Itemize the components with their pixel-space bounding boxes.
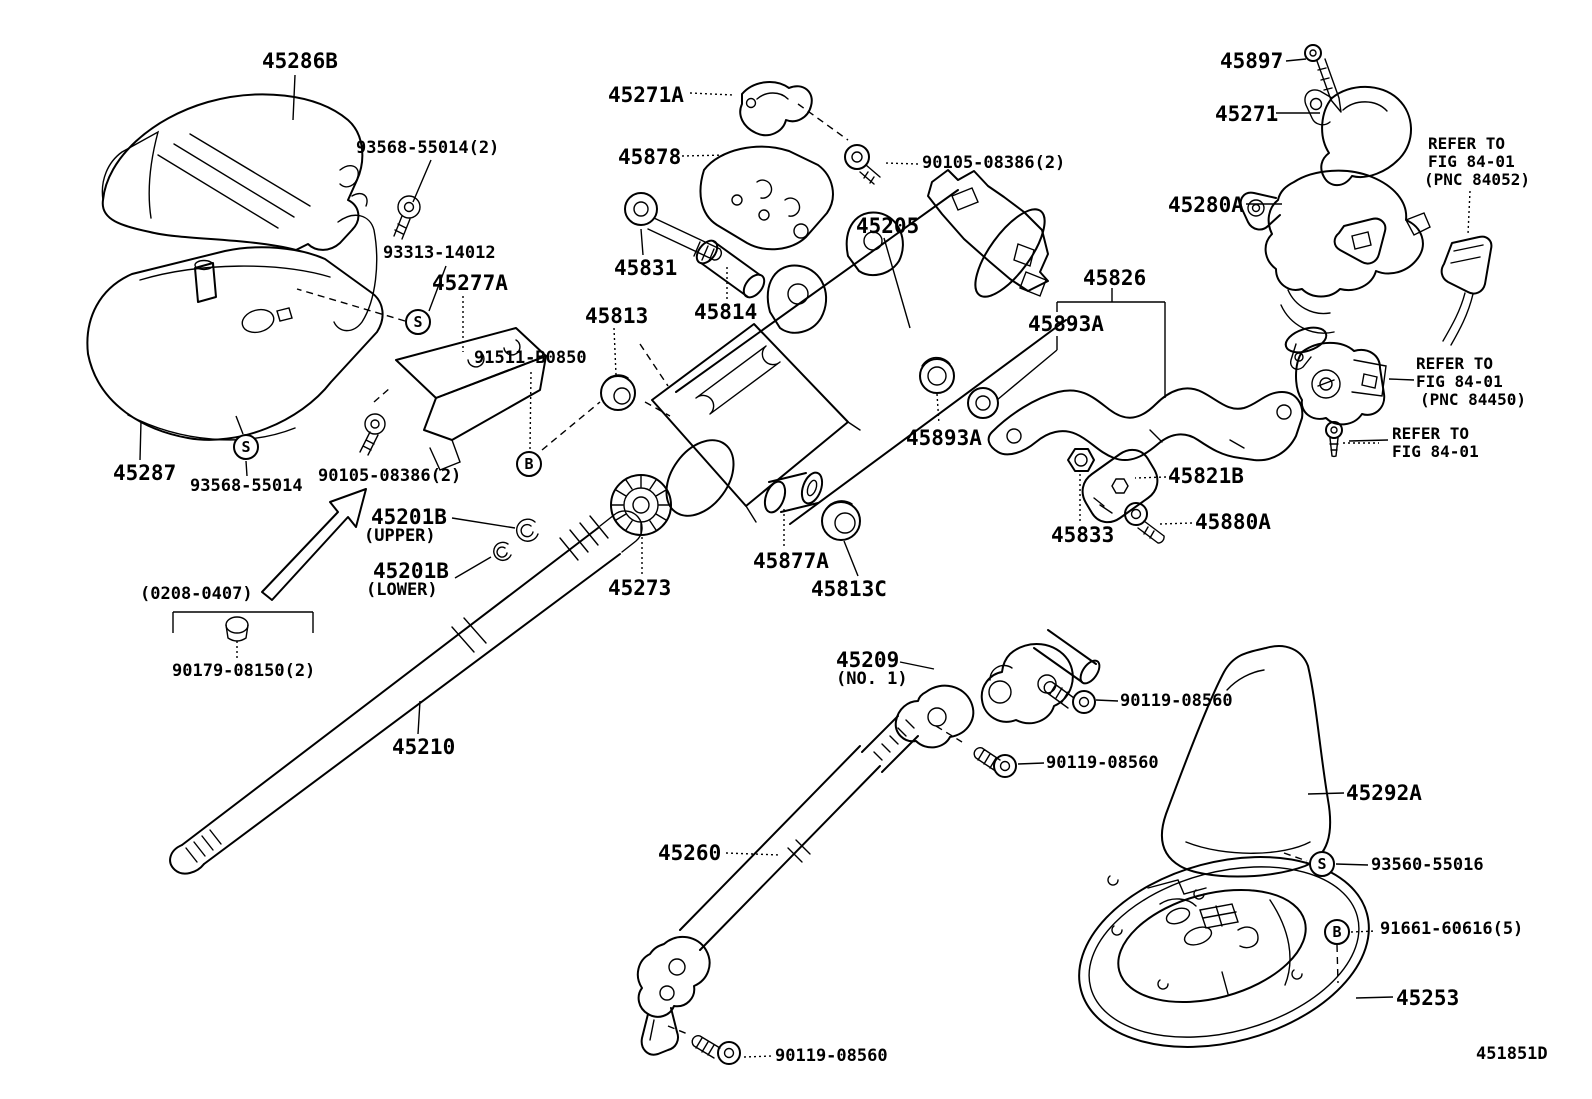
bolts-90119-drawing [692, 682, 1095, 1064]
bracket-45878-drawing [700, 147, 832, 250]
part-label-lower: (LOWER) [366, 580, 438, 600]
part-label-refer-to: REFER TO [1416, 354, 1494, 373]
collar-45877a-drawing [761, 470, 826, 515]
part-label-45893a: 45893A [1028, 312, 1104, 336]
lower-column-cover-drawing [87, 215, 382, 440]
cover-plate-45253-drawing [1058, 827, 1391, 1077]
part-label-93560-55016: 93560-55016 [1371, 855, 1484, 875]
column-hole-cover-45292a-drawing [1162, 646, 1330, 876]
part-label-45210: 45210 [392, 735, 456, 759]
bolt-45880a-drawing [1125, 503, 1164, 543]
part-label-451851d: 451851D [1476, 1044, 1548, 1064]
part-label-45287: 45287 [113, 461, 177, 485]
part-label-45814: 45814 [694, 300, 758, 324]
part-label-93568-55014: 93568-55014 [190, 476, 303, 496]
part-label-45826: 45826 [1083, 266, 1147, 290]
callout-circle-b-2: B [516, 451, 542, 477]
part-label-45286b: 45286B [262, 49, 338, 73]
bushing-45813c-drawing [822, 501, 860, 540]
callout-circle-s-3: S [1309, 851, 1335, 877]
bolt-90105-top-drawing [845, 145, 880, 184]
connector-drawing [1442, 237, 1492, 345]
bearing-45273-drawing [611, 475, 671, 535]
part-label-90119-08560: 90119-08560 [1046, 753, 1159, 773]
callout-circle-b-4: B [1324, 919, 1350, 945]
pin-45814-drawing [693, 237, 769, 301]
part-label-fig-84-01: FIG 84-01 [1428, 152, 1515, 171]
part-label-45877a: 45877A [753, 549, 829, 573]
part-label-45280a: 45280A [1168, 193, 1244, 217]
part-label-45813c: 45813C [811, 577, 887, 601]
part-label-fig-84-01: FIG 84-01 [1392, 442, 1479, 461]
part-label-45277a: 45277A [432, 271, 508, 295]
part-label-45893a: 45893A [906, 426, 982, 450]
part-label-45260: 45260 [658, 841, 722, 865]
nut-45833-drawing [1068, 449, 1094, 471]
part-label-90179-08150-2: 90179-08150(2) [172, 661, 316, 681]
part-label-45833: 45833 [1051, 523, 1115, 547]
callout-circle-s-1: S [233, 434, 259, 460]
part-label-fig-84-01: FIG 84-01 [1416, 372, 1503, 391]
part-label-90119-08560: 90119-08560 [775, 1046, 888, 1066]
bushing-45813-drawing [601, 375, 635, 410]
part-label-45201b: 45201B [373, 559, 449, 583]
part-label-45253: 45253 [1396, 986, 1460, 1010]
part-label-93568-55014-2: 93568-55014(2) [356, 138, 500, 158]
tube-bracket-45826-drawing [989, 388, 1303, 460]
intermediate-shaft-drawing [638, 630, 1103, 1055]
callout-circle-s-0: S [405, 309, 431, 335]
plug-bolt-90179-drawing [226, 617, 248, 641]
part-label-refer-to: REFER TO [1392, 424, 1470, 443]
part-label-93313-14012: 93313-14012 [383, 243, 496, 263]
part-label-45813: 45813 [585, 304, 649, 328]
part-label-45831: 45831 [614, 256, 678, 280]
part-label-91661-60616-5: 91661-60616(5) [1380, 919, 1524, 939]
leader-dotted [237, 93, 1470, 1057]
screw-refer-drawing [1326, 422, 1342, 456]
part-label-45821b: 45821B [1168, 464, 1244, 488]
part-label-45209: 45209 [836, 648, 900, 672]
screw-45897-drawing [1305, 45, 1341, 112]
part-label-90105-08386-2: 90105-08386(2) [318, 466, 462, 486]
upper-column-cover-drawing [102, 94, 367, 302]
part-label-0208-0407: (0208-0407) [140, 584, 253, 604]
part-label-45292a: 45292A [1346, 781, 1422, 805]
ignition-housing-45280a-drawing [1241, 171, 1430, 370]
leader-dashed [297, 104, 1338, 1035]
column-bracket-45277a-drawing [360, 196, 546, 470]
clamp-45271-drawing [1305, 87, 1411, 185]
part-label-upper: (UPPER) [364, 526, 436, 546]
clamp-45271a-drawing [740, 82, 812, 135]
open-arrow [262, 489, 366, 600]
main-steering-shaft-drawing [170, 511, 642, 874]
part-label-45878: 45878 [618, 145, 682, 169]
part-label-90119-08560: 90119-08560 [1120, 691, 1233, 711]
part-label-45201b: 45201B [371, 505, 447, 529]
part-label-91511-b0850: 91511-B0850 [474, 348, 587, 368]
part-label-pnc-84052: (PNC 84052) [1424, 170, 1530, 189]
bolt-45831-drawing [625, 193, 721, 261]
part-label-45271: 45271 [1215, 102, 1279, 126]
part-label-90105-08386-2: 90105-08386(2) [922, 153, 1066, 173]
snap-rings-45201b-drawing [494, 519, 538, 560]
part-label-45273: 45273 [608, 576, 672, 600]
leader-lines [140, 59, 1470, 1057]
part-label-45271a: 45271A [608, 83, 684, 107]
washer-45821b-drawing [1083, 450, 1158, 522]
part-label-45880a: 45880A [1195, 510, 1271, 534]
part-label-pnc-84450: (PNC 84450) [1420, 390, 1526, 409]
part-label-45897: 45897 [1220, 49, 1284, 73]
part-label-45205: 45205 [856, 214, 920, 238]
key-cylinder-drawing [1296, 343, 1386, 425]
grommets-45893a-drawing [920, 358, 998, 418]
part-label-refer-to: REFER TO [1428, 134, 1506, 153]
column-tube-45205-drawing [652, 170, 1066, 528]
part-label-no-1: (NO. 1) [836, 669, 908, 689]
